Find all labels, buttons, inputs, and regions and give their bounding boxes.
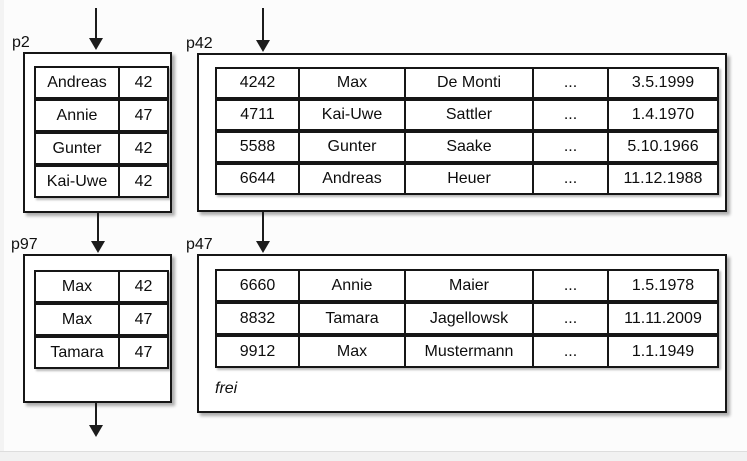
table-cell: ...	[534, 67, 609, 99]
table-cell: 9912	[215, 335, 300, 368]
arrow-head-icon	[256, 241, 270, 253]
table-cell: 42	[120, 132, 169, 165]
arrow-shaft	[262, 212, 264, 241]
table-row: 4242 Max De Monti ... 3.5.1999	[215, 67, 719, 99]
table-cell: 6644	[215, 163, 300, 195]
arrow-head-icon	[89, 425, 103, 437]
table-cell: Tamara	[34, 336, 120, 369]
table-cell: Saake	[406, 131, 534, 163]
table-cell: Max	[300, 67, 406, 99]
arrow-into-p42	[256, 8, 270, 52]
table-cell: Tamara	[300, 302, 406, 335]
page-label-p42: p42	[186, 35, 213, 52]
arrow-shaft	[97, 213, 99, 241]
table-cell: 47	[120, 336, 169, 369]
page-box-p42: 4242 Max De Monti ... 3.5.1999 4711 Kai-…	[197, 53, 727, 212]
table-row: 6644 Andreas Heuer ... 11.12.1988	[215, 163, 719, 195]
table-row: 4711 Kai-Uwe Sattler ... 1.4.1970	[215, 99, 719, 131]
table-cell: Maier	[406, 269, 534, 302]
page-label-p2: p2	[12, 34, 30, 51]
page-box-p97: Max 42 Max 47 Tamara 47	[23, 254, 172, 403]
table-cell: 1.4.1970	[609, 99, 719, 131]
arrow-out-of-p97	[89, 403, 103, 437]
arrow-shaft	[95, 403, 97, 425]
free-space-label: frei	[215, 380, 238, 397]
table-row: 6660 Annie Maier ... 1.5.1978	[215, 269, 719, 302]
table-cell: 42	[120, 66, 169, 99]
table-cell: 11.11.2009	[609, 302, 719, 335]
table-row: Max 47	[34, 303, 169, 336]
table-row: 8832 Tamara Jagellowsk ... 11.11.2009	[215, 302, 719, 335]
arrow-head-icon	[91, 241, 105, 253]
record-table-p47: 6660 Annie Maier ... 1.5.1978 8832 Tamar…	[215, 269, 719, 368]
table-cell: 11.12.1988	[609, 163, 719, 195]
table-cell: 4711	[215, 99, 300, 131]
index-table-p2: Andreas 42 Annie 47 Gunter 42 Kai-Uwe 42	[34, 66, 169, 198]
table-cell: Max	[34, 270, 120, 303]
table-cell: 1.5.1978	[609, 269, 719, 302]
table-cell: ...	[534, 335, 609, 368]
table-cell: Annie	[300, 269, 406, 302]
table-cell: Jagellowsk	[406, 302, 534, 335]
table-cell: ...	[534, 131, 609, 163]
table-cell: ...	[534, 302, 609, 335]
table-cell: Max	[34, 303, 120, 336]
table-row: 9912 Max Mustermann ... 1.1.1949	[215, 335, 719, 368]
table-row: Annie 47	[34, 99, 169, 132]
table-cell: 47	[120, 99, 169, 132]
arrow-shaft	[95, 8, 97, 38]
table-cell: ...	[534, 269, 609, 302]
table-cell: 42	[120, 270, 169, 303]
arrow-into-p2	[89, 8, 103, 50]
table-cell: 42	[120, 165, 169, 198]
table-row: Gunter 42	[34, 132, 169, 165]
table-row: Max 42	[34, 270, 169, 303]
table-cell: Gunter	[34, 132, 120, 165]
slide-left-edge	[0, 0, 4, 452]
record-table-p42: 4242 Max De Monti ... 3.5.1999 4711 Kai-…	[215, 67, 719, 195]
table-row: Andreas 42	[34, 66, 169, 99]
table-cell: 6660	[215, 269, 300, 302]
arrow-head-icon	[256, 40, 270, 52]
table-cell: 4242	[215, 67, 300, 99]
table-cell: 5.10.1966	[609, 131, 719, 163]
arrow-p42-to-p47	[256, 212, 270, 253]
table-cell: Max	[300, 335, 406, 368]
table-row: Kai-Uwe 42	[34, 165, 169, 198]
page-box-p2: Andreas 42 Annie 47 Gunter 42 Kai-Uwe 42	[23, 52, 172, 213]
table-cell: 1.1.1949	[609, 335, 719, 368]
arrow-p2-to-p97	[91, 213, 105, 253]
table-cell: Mustermann	[406, 335, 534, 368]
table-cell: De Monti	[406, 67, 534, 99]
table-cell: Gunter	[300, 131, 406, 163]
page-label-p47: p47	[186, 236, 213, 253]
page-label-p97: p97	[11, 236, 38, 253]
table-cell: Andreas	[34, 66, 120, 99]
table-cell: ...	[534, 163, 609, 195]
arrow-shaft	[262, 8, 264, 40]
table-cell: ...	[534, 99, 609, 131]
table-cell: Kai-Uwe	[300, 99, 406, 131]
page-box-p47: 6660 Annie Maier ... 1.5.1978 8832 Tamar…	[197, 254, 727, 413]
table-cell: Heuer	[406, 163, 534, 195]
table-cell: 47	[120, 303, 169, 336]
table-cell: Kai-Uwe	[34, 165, 120, 198]
table-cell: 8832	[215, 302, 300, 335]
table-cell: Andreas	[300, 163, 406, 195]
table-cell: Annie	[34, 99, 120, 132]
table-cell: 5588	[215, 131, 300, 163]
table-cell: 3.5.1999	[609, 67, 719, 99]
table-cell: Sattler	[406, 99, 534, 131]
arrow-head-icon	[89, 38, 103, 50]
index-table-p97: Max 42 Max 47 Tamara 47	[34, 270, 169, 369]
table-row: Tamara 47	[34, 336, 169, 369]
table-row: 5588 Gunter Saake ... 5.10.1966	[215, 131, 719, 163]
slide-bottom-edge	[0, 451, 747, 461]
